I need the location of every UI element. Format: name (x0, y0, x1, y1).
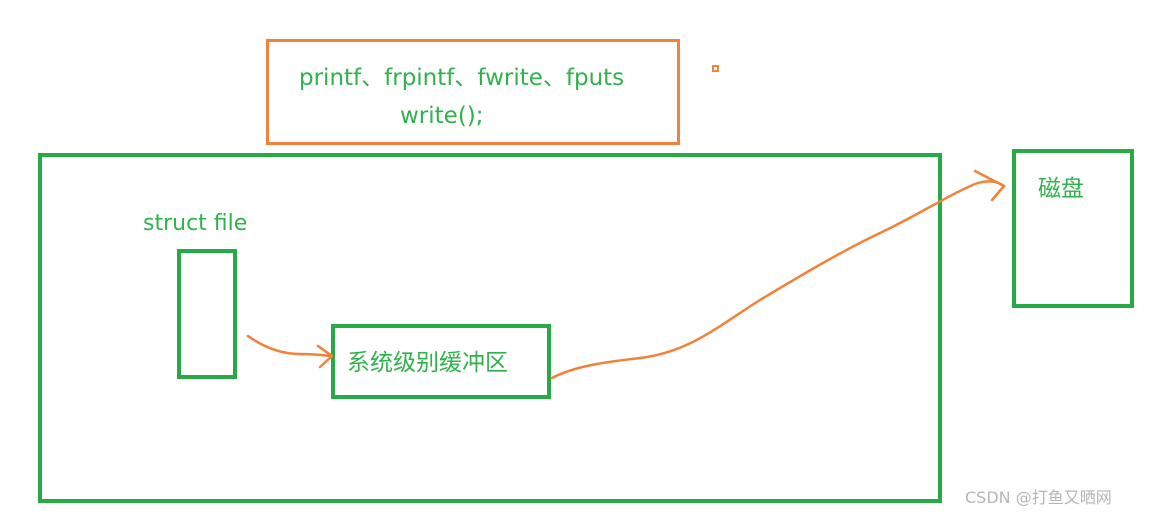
struct-file-box (177, 249, 237, 379)
arrow-file-to-buffer (246, 334, 332, 358)
process-box (38, 153, 942, 503)
arrow-buffer-to-disk (550, 180, 1006, 380)
struct-file-label: struct file (143, 211, 248, 236)
arrow-head-buffer (316, 344, 334, 369)
orange-dot-mark (712, 65, 719, 72)
csdn-watermark: CSDN @打鱼又晒网 (965, 488, 1112, 507)
functions-line-syscall: write(); (400, 103, 484, 129)
system-buffer-label: 系统级别缓冲区 (347, 350, 508, 376)
system-buffer-box (331, 324, 551, 399)
functions-box (266, 39, 680, 145)
disk-box (1012, 149, 1134, 308)
arrow-head-disk (973, 169, 1006, 202)
disk-label: 磁盘 (1038, 176, 1084, 202)
functions-line-stdio: printf、frpintf、fwrite、fputs (299, 65, 625, 91)
